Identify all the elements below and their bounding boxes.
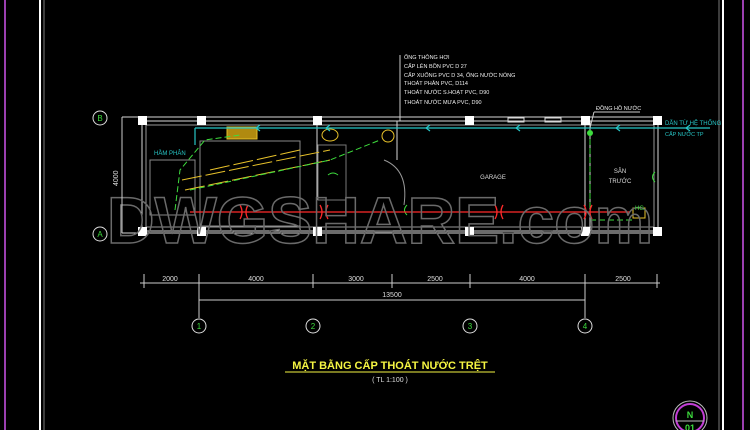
- grid-col-2: 2: [305, 318, 321, 334]
- water-supply-line: [194, 124, 710, 145]
- structural-columns: [138, 116, 662, 236]
- watermark: DWGSHARE.com: [107, 183, 653, 257]
- dimension-lines: [140, 274, 660, 318]
- note: ỐNG THÔNG HƠI: [404, 54, 450, 61]
- dimension-value: 2500: [427, 276, 443, 283]
- grid-col-1: 1: [191, 318, 207, 334]
- sheet-number-symbol: N 01: [672, 400, 708, 430]
- dimension-value: 4000: [519, 276, 535, 283]
- hg-box: [632, 207, 646, 219]
- grid-col-4: 4: [577, 318, 593, 334]
- drain-symbol: [327, 172, 339, 176]
- septic-label: HẦM PHÂN: [154, 150, 186, 157]
- note: THOÁT NƯỚC S.HOẠT PVC, D90: [404, 89, 489, 96]
- svg-text:B: B: [97, 114, 102, 123]
- total-dimension: 13500: [382, 292, 402, 299]
- pipe-notes: ỐNG THÔNG HƠI CẤP LÊN BỒN PVC D 27 CẤP X…: [404, 54, 515, 106]
- dimension-value: 2500: [615, 276, 631, 283]
- svg-text:3: 3: [468, 322, 473, 331]
- garage-label: GARAGE: [480, 175, 506, 181]
- yard-label: TRƯỚC: [609, 178, 632, 185]
- grid-row-B: B: [92, 110, 108, 126]
- supply-label: DẪN TỪ HỆ THỐNG: [665, 119, 722, 127]
- note: THOÁT PHÂN PVC, D114: [404, 80, 468, 87]
- drawing-title: MẶT BẰNG CẤP THOÁT NƯỚC TRỆT: [292, 359, 488, 372]
- note: THOÁT NƯỚC MƯA PVC, D90: [404, 99, 482, 106]
- fixtures: [181, 126, 395, 191]
- svg-text:01: 01: [685, 423, 695, 430]
- meter-label: ĐỒNG HỒ NƯỚC: [596, 105, 641, 112]
- dimension-value: 2000: [162, 276, 178, 283]
- svg-text:4: 4: [583, 322, 588, 331]
- yard-label: SÂN: [614, 168, 626, 175]
- dimension-value: 4000: [248, 276, 264, 283]
- svg-text:2: 2: [311, 322, 316, 331]
- svg-text:N: N: [687, 410, 694, 420]
- supply-label: CẤP NƯỚC TP: [665, 131, 704, 138]
- note: CẤP LÊN BỒN PVC D 27: [404, 62, 467, 70]
- grid-row-A: A: [92, 226, 108, 242]
- note: CẤP XUỐNG PVC D 34, ỐNG NƯỚC NÓNG: [404, 72, 515, 79]
- height-dimension: 4000: [113, 170, 120, 186]
- dimension-value: 3000: [348, 276, 364, 283]
- drainage-line: [174, 130, 635, 221]
- hg-label: HG: [635, 206, 644, 212]
- svg-text:1: 1: [197, 322, 202, 331]
- rain-drain-line: [190, 204, 630, 220]
- grid-col-3: 3: [462, 318, 478, 334]
- svg-text:A: A: [97, 230, 103, 239]
- drawing-scale: ( TL 1:100 ): [372, 377, 408, 384]
